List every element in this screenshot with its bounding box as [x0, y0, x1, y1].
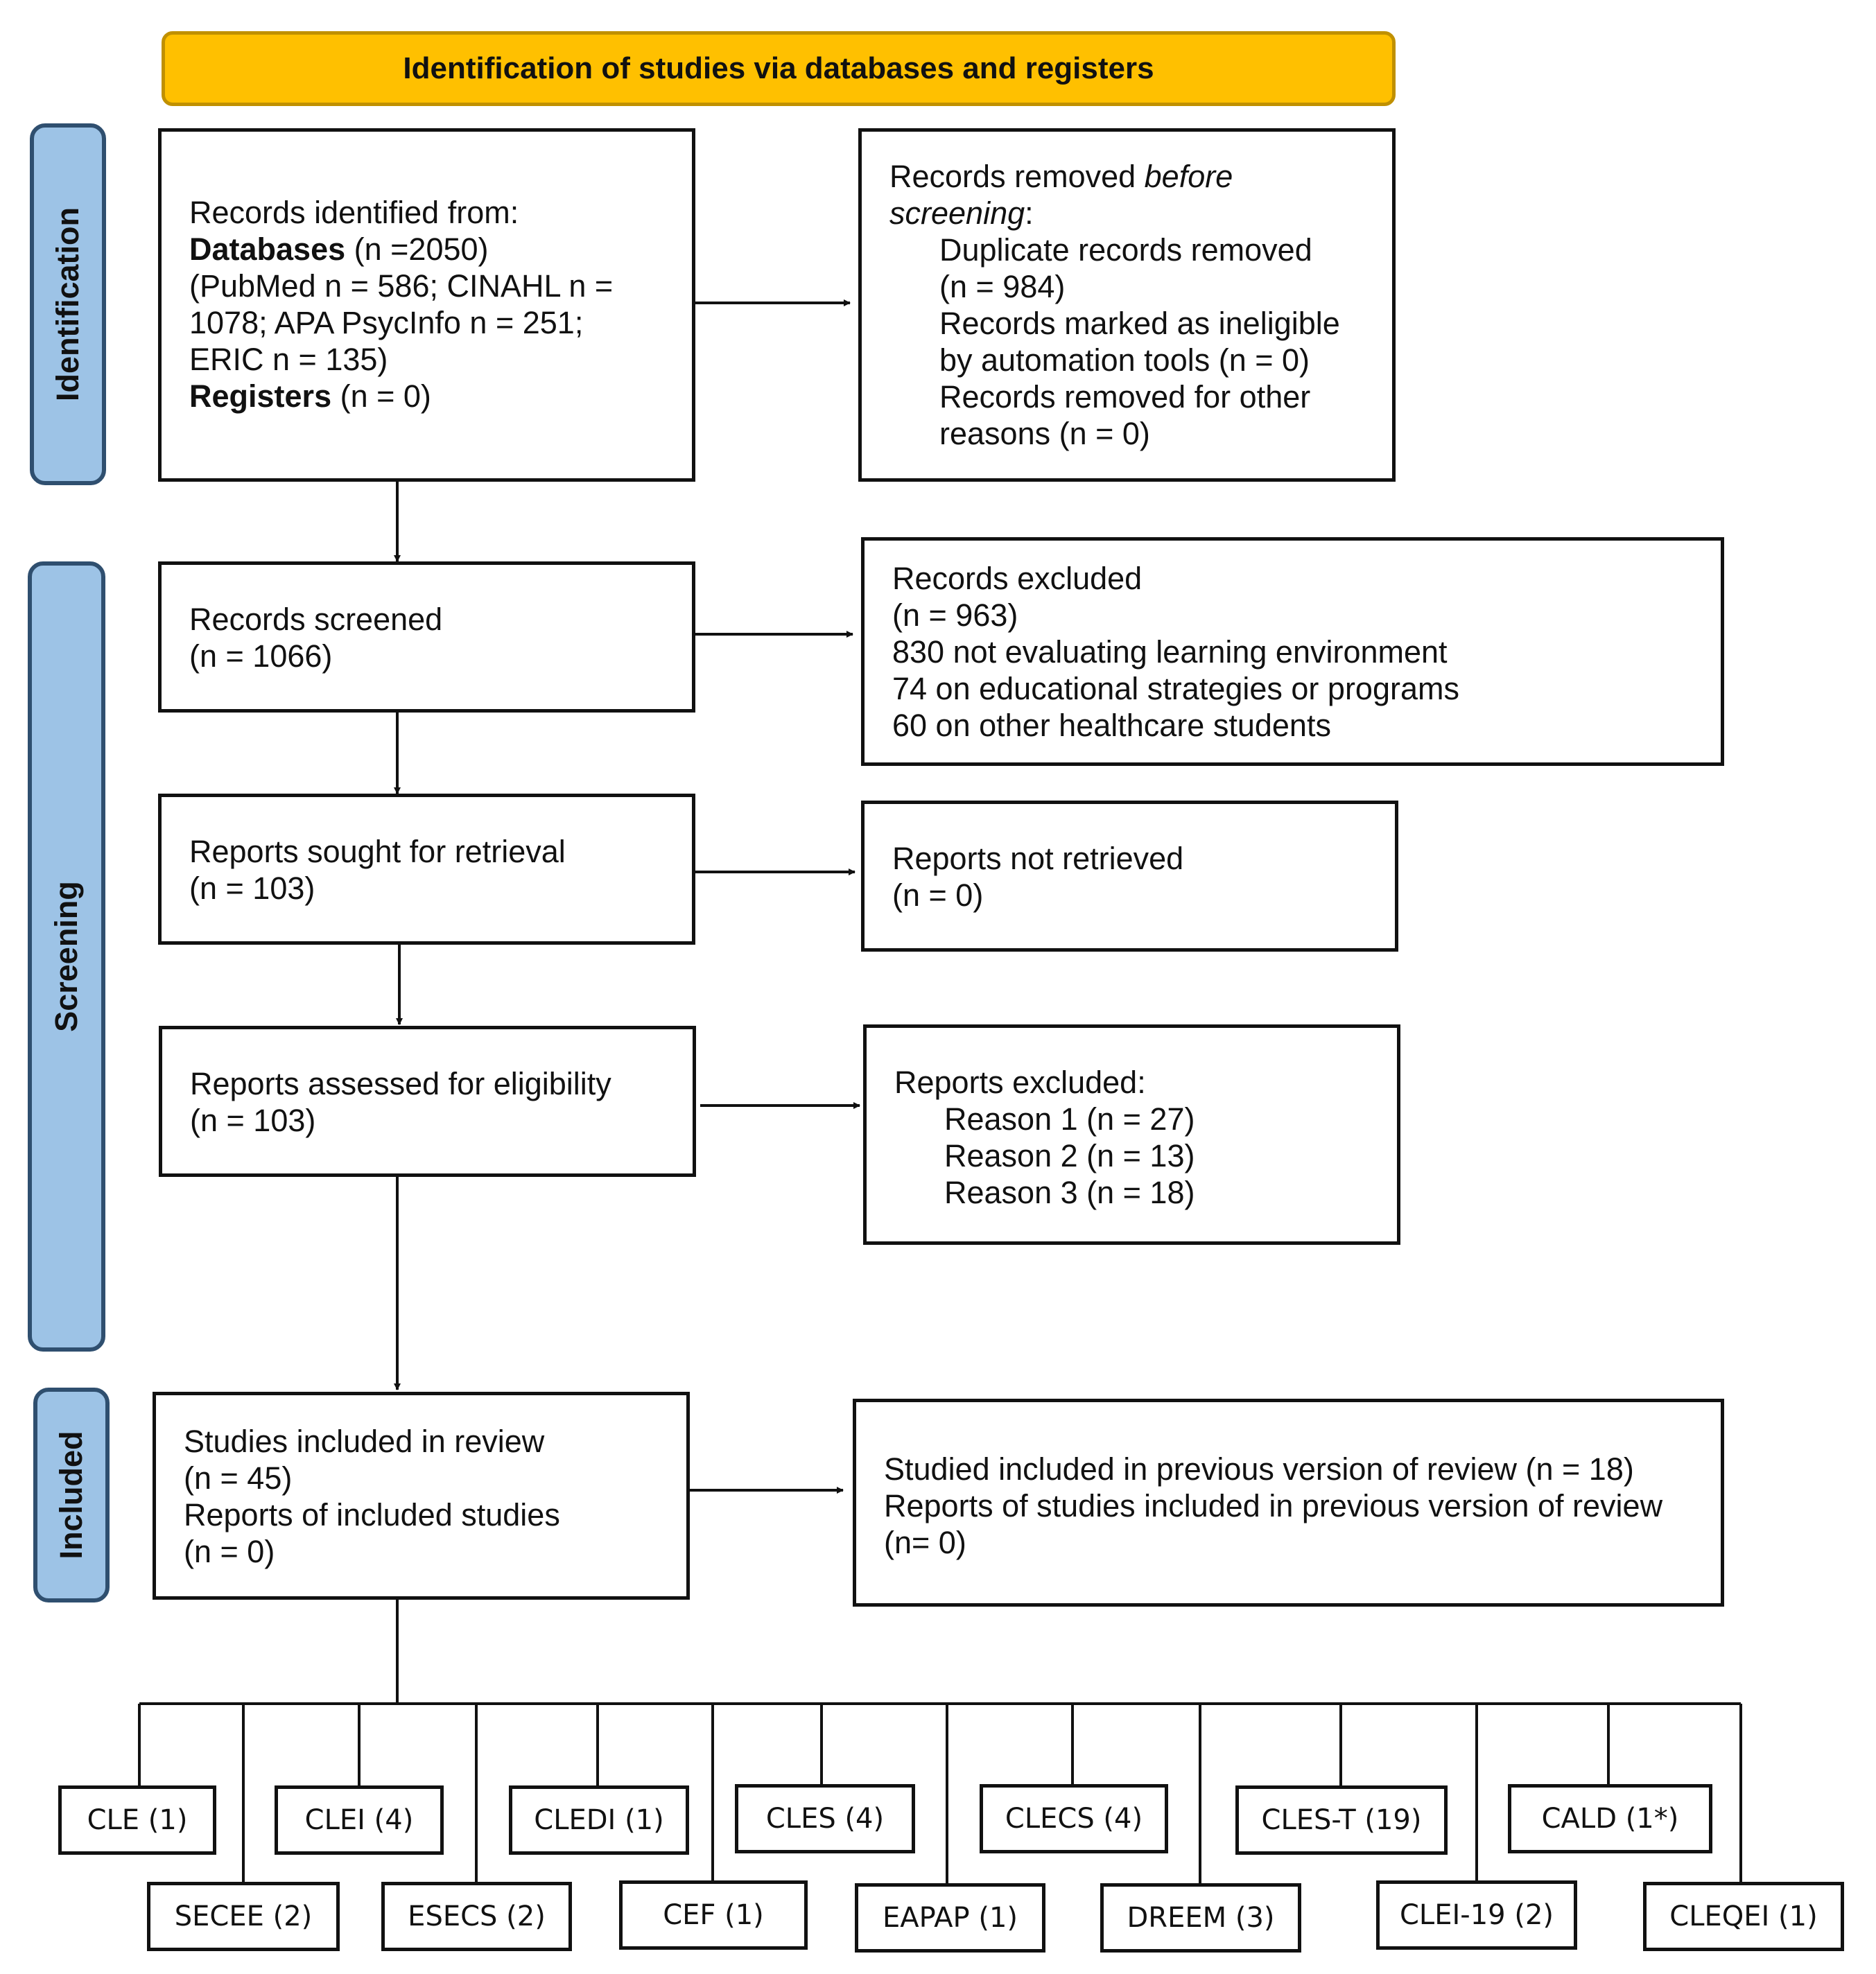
records-excluded-text: Records excluded (n = 963) 830 not evalu…: [892, 561, 1459, 743]
reports-assessed-text: Reports assessed for eligibility (n = 10…: [190, 1066, 611, 1138]
reports-not-retrieved-box: Reports not retrieved (n = 0): [861, 801, 1398, 952]
instrument-box: SECEE (2): [147, 1882, 340, 1951]
instrument-box: CLES-T (19): [1235, 1785, 1448, 1855]
reports-sought-box: Reports sought for retrieval (n = 103): [158, 794, 695, 945]
reports-not-retrieved-text: Reports not retrieved (n = 0): [892, 841, 1184, 913]
instrument-box: CEF (1): [619, 1880, 808, 1950]
instrument-box: CALD (1*): [1508, 1784, 1712, 1853]
instrument-box: CLEDI (1): [509, 1785, 689, 1855]
stage-identification: Identification: [30, 123, 106, 485]
stage-included-label: Included: [53, 1431, 89, 1560]
instrument-box: CLEI (4): [275, 1785, 444, 1855]
instrument-box: DREEM (3): [1100, 1883, 1301, 1953]
instrument-box: CLEI-19 (2): [1376, 1880, 1577, 1950]
records-identified-text: Records identified from: Databases (n =2…: [189, 195, 614, 414]
records-screened-box: Records screened (n = 1066): [158, 561, 695, 713]
previous-version-box: Studied included in previous version of …: [853, 1399, 1724, 1607]
instrument-box: CLE (1): [58, 1785, 216, 1855]
reports-excluded-box: Reports excluded: Reason 1 (n = 27)Reaso…: [863, 1024, 1400, 1245]
records-removed-text: Records removed before screening: Duplic…: [889, 159, 1340, 451]
stage-screening: Screening: [28, 561, 105, 1352]
reports-excluded-text: Reports excluded: Reason 1 (n = 27)Reaso…: [894, 1065, 1195, 1210]
records-screened-text: Records screened (n = 1066): [189, 602, 443, 674]
records-identified-box: Records identified from: Databases (n =2…: [158, 128, 695, 482]
instrument-box: CLES (4): [735, 1784, 915, 1853]
instrument-box: CLEQEI (1): [1643, 1882, 1844, 1951]
records-excluded-box: Records excluded (n = 963) 830 not evalu…: [861, 537, 1724, 766]
studies-included-text: Studies included in review (n = 45) Repo…: [184, 1424, 560, 1569]
reports-sought-text: Reports sought for retrieval (n = 103): [189, 834, 566, 906]
previous-version-text: Studied included in previous version of …: [884, 1451, 1663, 1560]
reports-assessed-box: Reports assessed for eligibility (n = 10…: [159, 1026, 696, 1177]
studies-included-box: Studies included in review (n = 45) Repo…: [153, 1392, 690, 1600]
banner-title: Identification of studies via databases …: [403, 51, 1154, 85]
records-removed-box: Records removed before screening: Duplic…: [858, 128, 1396, 482]
instrument-box: EAPAP (1): [855, 1883, 1045, 1953]
stage-screening-label: Screening: [49, 881, 84, 1032]
stage-identification-label: Identification: [50, 207, 85, 401]
instrument-box: CLECS (4): [980, 1784, 1168, 1853]
identification-banner: Identification of studies via databases …: [162, 31, 1396, 106]
stage-included: Included: [33, 1388, 110, 1602]
instrument-box: ESECS (2): [381, 1882, 572, 1951]
